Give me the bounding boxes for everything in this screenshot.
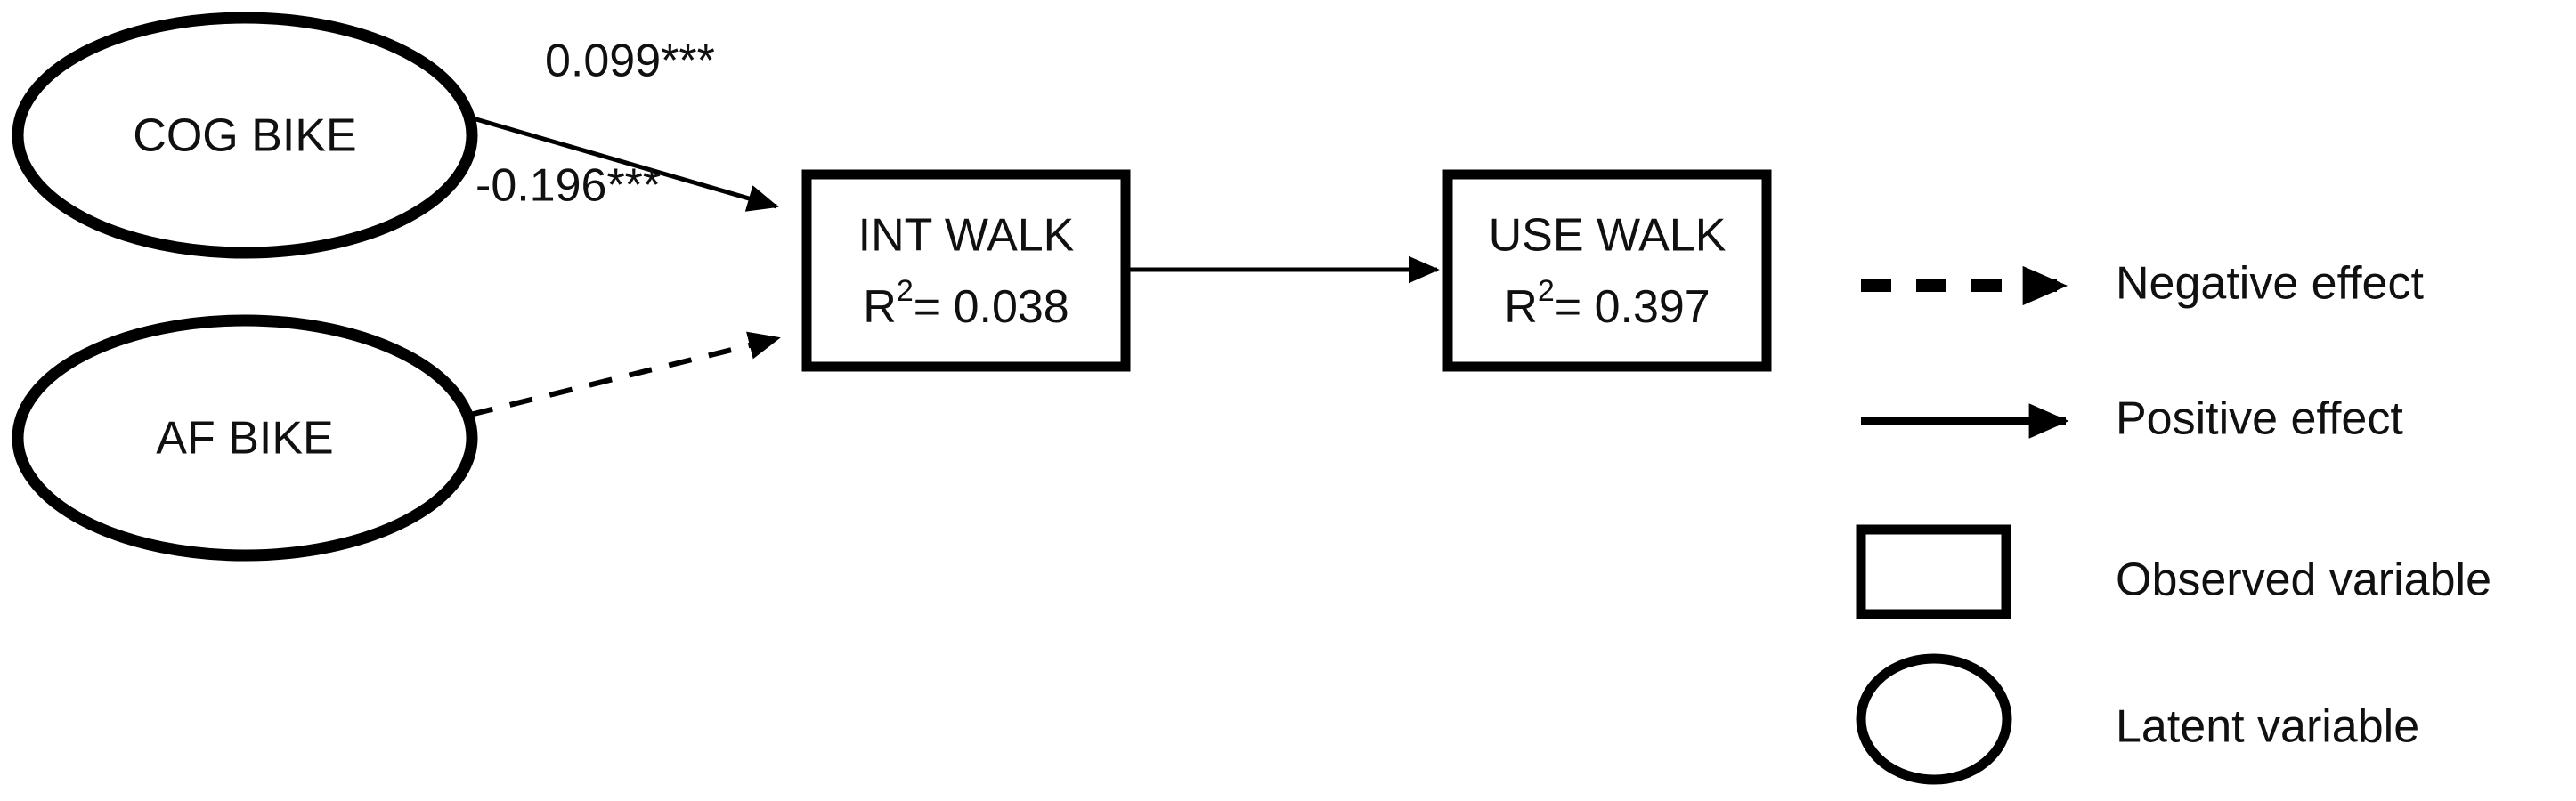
edge-line-negative xyxy=(469,331,781,417)
legend-label-latent-variable: Latent variable xyxy=(2116,701,2419,753)
node-r2-prefix-use-walk: R xyxy=(1504,281,1538,333)
node-r2-int-walk: R2= 0.038 xyxy=(863,274,1069,333)
node-r2-value-int-walk: = 0.038 xyxy=(914,281,1069,333)
observed-rectangle-icon xyxy=(801,169,1131,372)
node-label-af-bike: AF BIKE xyxy=(156,413,333,465)
node-af-bike[interactable]: AF BIKE xyxy=(12,314,478,562)
node-use-walk[interactable]: USE WALK R2= 0.397 xyxy=(1442,169,1772,372)
node-label-use-walk: USE WALK xyxy=(1489,210,1727,262)
node-r2-exponent-int-walk: 2 xyxy=(897,274,914,308)
legend-item-latent-variable: Latent variable xyxy=(1856,653,2419,785)
edge-coefficient-cog-int: 0.099*** xyxy=(545,36,715,87)
node-r2-exponent-use-walk: 2 xyxy=(1538,274,1555,308)
edge-coefficient-af-int: -0.196*** xyxy=(475,160,661,212)
rectangle-icon xyxy=(1856,524,2011,619)
legend-item-negative-effect: Negative effect xyxy=(1861,258,2424,310)
ellipse-icon xyxy=(1856,653,2012,785)
latent-ellipse-icon xyxy=(12,314,478,562)
legend-item-observed-variable: Observed variable xyxy=(1856,524,2491,619)
node-r2-use-walk: R2= 0.397 xyxy=(1504,274,1710,333)
observed-rectangle-icon xyxy=(1442,169,1772,372)
legend: Negative effect Positive effect Observed… xyxy=(1856,258,2491,785)
edge-cog-bike-to-int-walk: 0.099*** xyxy=(463,36,779,212)
node-int-walk[interactable]: INT WALK R2= 0.038 xyxy=(801,169,1131,372)
latent-ellipse-icon xyxy=(12,12,478,259)
edge-line-positive xyxy=(463,113,779,212)
edge-af-bike-to-int-walk: -0.196*** xyxy=(469,160,781,417)
legend-label-positive-effect: Positive effect xyxy=(2116,393,2403,445)
node-label-cog-bike: COG BIKE xyxy=(133,110,356,162)
legend-item-positive-effect: Positive effect xyxy=(1861,393,2403,445)
node-cog-bike[interactable]: COG BIKE xyxy=(12,12,478,259)
legend-label-observed-variable: Observed variable xyxy=(2116,554,2491,606)
node-label-int-walk: INT WALK xyxy=(858,210,1075,262)
node-r2-prefix-int-walk: R xyxy=(863,281,897,333)
legend-label-negative-effect: Negative effect xyxy=(2116,258,2424,310)
node-r2-value-use-walk: = 0.397 xyxy=(1555,281,1711,333)
